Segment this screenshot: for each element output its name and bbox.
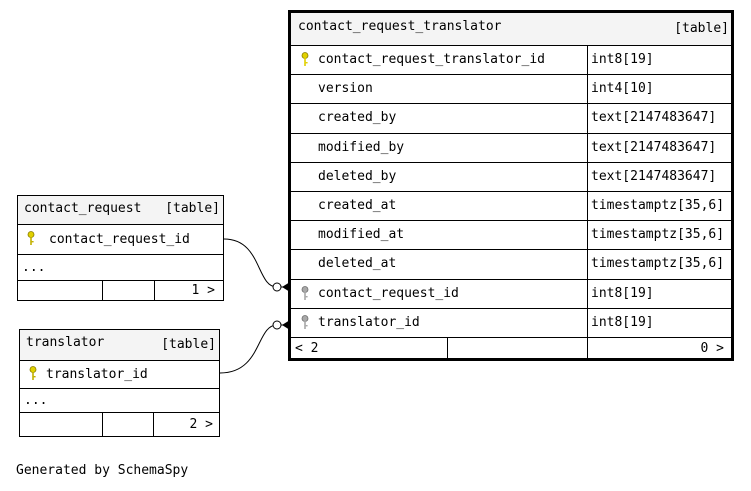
column-type: int8[19] [591,52,654,67]
column-divider [587,279,588,309]
footer-divider [153,413,154,437]
column-row-contact-request-id[interactable]: contact_request_id int8[19] [291,278,731,309]
footer-divider [447,338,448,360]
column-name: deleted_at [318,256,397,272]
generated-by-text: Generated by SchemaSpy [16,463,189,478]
children-count[interactable]: 0 > [700,341,724,356]
foreign-key-icon [300,314,310,331]
column-name: translator_id [46,367,148,382]
column-row-version[interactable]: version int4[10] [291,74,731,105]
primary-key-icon [26,231,36,247]
column-row-modified-by[interactable]: modified_by text[2147483647] [291,132,731,163]
column-name: modified_at [318,227,405,243]
table-type-label: [table] [674,21,729,36]
footer-divider [102,281,103,301]
table-footer: < 2 0 > [291,337,731,360]
column-type: timestamptz[35,6] [591,198,725,213]
table-header [18,196,223,224]
primary-key-icon [300,52,310,68]
column-name: contact_request_id [49,232,190,247]
column-type: timestamptz[35,6] [591,256,725,272]
column-row-ellipsis: ... [20,388,219,412]
table-translator[interactable]: translator [table] translator_id ... 2 > [19,329,220,437]
foreign-key-icon [300,285,310,302]
ellipsis: ... [22,260,46,275]
column-row-created-at[interactable]: created_at timestamptz[35,6] [291,191,731,222]
column-name: version [318,81,373,97]
column-name: translator_id [318,314,420,330]
column-name: contact_request_id [318,285,459,301]
column-type: int4[10] [591,81,654,97]
relationship-optional-marker [272,282,282,292]
column-type: text[2147483647] [591,168,717,184]
column-type: text[2147483647] [591,110,717,126]
column-divider [587,46,588,76]
column-row-modified-at[interactable]: modified_at timestamptz[35,6] [291,220,731,251]
table-name: contact_request [24,201,142,216]
footer-divider [587,338,588,360]
relationship-line-translator [219,324,290,374]
table-footer: 1 > [18,280,223,301]
column-row-contact-request-translator-id[interactable]: contact_request_translator_id int8[19] [291,45,731,76]
column-divider [587,75,588,105]
column-type: text[2147483647] [591,139,717,155]
table-contact-request[interactable]: contact_request [table] contact_request_… [17,195,224,301]
column-divider [587,221,588,251]
parents-count[interactable]: < 2 [295,341,319,356]
children-count[interactable]: 1 > [191,283,215,298]
relationship-optional-marker [272,320,282,330]
column-row-ellipsis: ... [18,254,223,280]
column-divider [587,250,588,280]
column-name: created_by [318,110,397,126]
column-divider [587,192,588,222]
table-name: translator [26,335,105,350]
footer-divider [154,281,155,301]
column-name: modified_by [318,139,405,155]
column-row[interactable]: contact_request_id [18,224,223,254]
column-divider [587,308,588,338]
ellipsis: ... [24,393,48,408]
column-name: created_at [318,198,397,213]
relationship-line-contact-request [223,238,290,288]
table-header [20,330,219,360]
column-divider [587,162,588,192]
column-name: contact_request_translator_id [318,52,545,67]
children-count[interactable]: 2 > [189,417,213,432]
table-footer: 2 > [20,412,219,437]
column-divider [587,133,588,163]
column-row-created-by[interactable]: created_by text[2147483647] [291,103,731,134]
column-divider [587,104,588,134]
table-header [291,13,731,45]
column-row-translator-id[interactable]: translator_id int8[19] [291,307,731,338]
table-type-label: [table] [165,201,220,216]
table-contact-request-translator[interactable]: contact_request_translator [table] conta… [288,10,734,361]
column-row-deleted-by[interactable]: deleted_by text[2147483647] [291,161,731,192]
column-row[interactable]: translator_id [20,360,219,388]
column-name: deleted_by [318,168,397,184]
column-type: timestamptz[35,6] [591,227,725,243]
table-name: contact_request_translator [298,19,502,34]
column-row-deleted-at[interactable]: deleted_at timestamptz[35,6] [291,249,731,280]
column-type: int8[19] [591,285,654,301]
table-type-label: [table] [161,337,216,352]
footer-divider [102,413,103,437]
column-type: int8[19] [591,314,654,330]
primary-key-icon [28,366,38,382]
